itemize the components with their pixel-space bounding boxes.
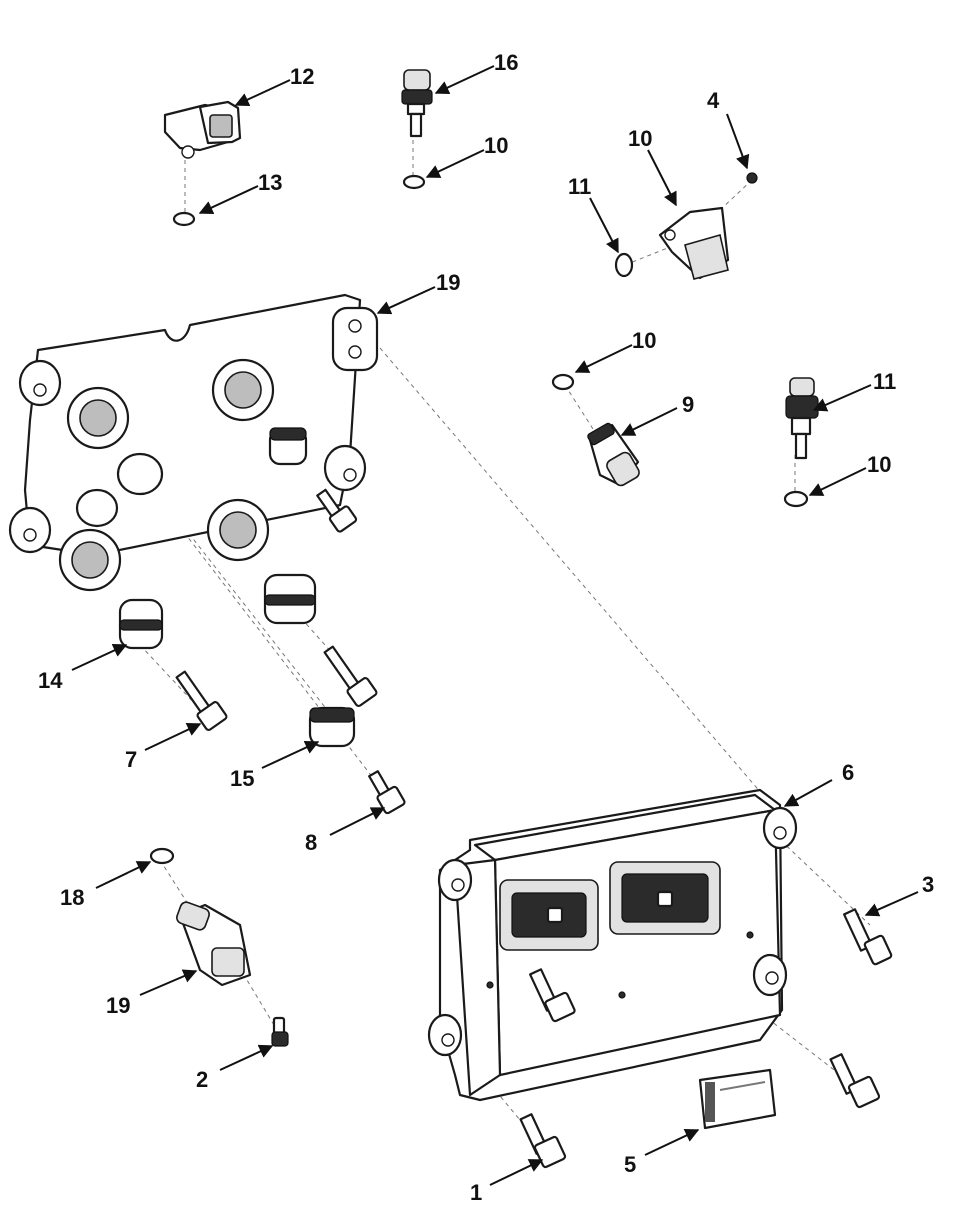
o-ring-part-20 — [149, 847, 175, 865]
callout-16: 14 — [38, 668, 63, 693]
callout-leaders — [71, 65, 919, 1186]
callout-8: 8 — [305, 830, 317, 855]
sensor-part-9 — [587, 422, 640, 487]
isolator-part-16 — [118, 598, 164, 650]
screw-part-4 — [746, 172, 758, 184]
callout-18: 16 — [494, 50, 518, 75]
bolt-part-plate-right — [316, 488, 358, 533]
sensor-part-18 — [401, 69, 433, 138]
callout-15: 13 — [258, 170, 282, 195]
callout-11: 11 — [873, 369, 896, 394]
callout-14: 12 — [290, 64, 314, 89]
callout-17: 15 — [230, 766, 254, 791]
callout-20: 18 — [60, 885, 84, 910]
callout-10-top: 10 — [484, 133, 508, 158]
callout-4: 4 — [707, 88, 720, 113]
bolt-part-8 — [368, 770, 406, 815]
callout-6: 6 — [842, 760, 854, 785]
callout-10-mid: 10 — [632, 328, 656, 353]
callout-5: 5 — [624, 1152, 636, 1177]
screw-part-2 — [271, 1016, 289, 1047]
mounting-plate-part-21 — [8, 293, 379, 592]
bolt-part-3 — [843, 908, 893, 966]
isolator-part-17 — [308, 706, 356, 748]
callout-12: 10 — [628, 126, 652, 151]
o-ring-part-15 — [172, 211, 196, 227]
o-ring-part-10-top — [402, 174, 426, 190]
callout-13: 11 — [568, 174, 591, 199]
o-ring-part-10-right — [783, 490, 809, 508]
callout-2: 2 — [196, 1067, 208, 1092]
callout-7: 7 — [125, 747, 137, 772]
label-part-5 — [698, 1068, 777, 1130]
ecm-module-part-6 — [427, 788, 798, 1102]
bolt-part-7 — [175, 670, 228, 731]
sensor-part-11 — [785, 377, 819, 460]
o-ring-part-10-mid — [551, 373, 575, 391]
sensor-part-12 — [658, 206, 730, 280]
callout-1: 1 — [470, 1180, 482, 1205]
isolator-part-top — [268, 427, 308, 466]
sensor-part-19 — [176, 901, 252, 987]
bolt-part-ecm-connector — [529, 968, 576, 1023]
o-ring-part-13 — [614, 252, 634, 278]
callout-21: 19 — [436, 270, 460, 295]
callout-9: 9 — [682, 392, 694, 417]
bolt-part-ecm-right — [829, 1053, 881, 1109]
isolator-part-mid — [263, 573, 317, 625]
bolt-part-1 — [519, 1113, 567, 1169]
callout-19: 19 — [106, 993, 130, 1018]
callout-3: 3 — [922, 872, 934, 897]
callout-labels: 12 13 16 10 4 10 11 19 10 9 11 10 14 7 1… — [38, 50, 934, 1205]
bolt-part-mid — [323, 645, 378, 707]
sensor-part-14 — [163, 100, 242, 159]
callout-10-right: 10 — [867, 452, 891, 477]
